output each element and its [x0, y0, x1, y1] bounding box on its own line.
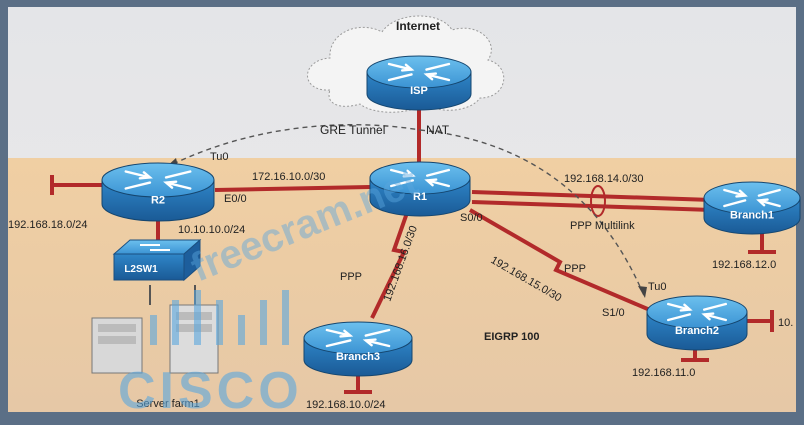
l2sw1-switch: [112, 238, 202, 282]
branch2-tu0-label: Tu0: [648, 281, 667, 293]
r2-e00-label: E0/0: [224, 193, 247, 205]
router-r2: R2: [101, 162, 215, 222]
net-branch3-lan-label: 192.168.10.0/24: [306, 399, 386, 411]
server-farm-label: Server farm1: [136, 398, 200, 410]
ppp-branch3-label: PPP: [340, 271, 362, 283]
router-arrows-icon: [325, 328, 391, 348]
net-branch2-right-label: 10.: [778, 317, 793, 329]
eigrp-label: EIGRP 100: [484, 331, 539, 343]
link-r1-branch2: [468, 208, 651, 312]
router-r2-label: R2: [151, 195, 165, 207]
router-branch1-label: Branch1: [730, 210, 774, 222]
link-r2-r1: [214, 185, 371, 192]
net-branch1-lan-label: 192.168.12.0: [712, 259, 776, 271]
router-isp: ISP: [366, 55, 472, 111]
nat-label: NAT: [426, 123, 450, 137]
r1-s00-label: S0/0: [460, 212, 483, 224]
router-arrows-icon: [387, 62, 451, 82]
net-branch2-lan-label: 192.168.11.0: [632, 367, 695, 379]
ppp-branch2-label: PPP: [564, 263, 586, 275]
router-branch2: Branch2: [646, 295, 748, 351]
link-r1-branch3: [370, 209, 410, 319]
router-branch3: Branch3: [303, 321, 413, 377]
cisco-watermark: CISCO: [118, 362, 303, 420]
router-isp-label: ISP: [410, 85, 428, 97]
router-r1: R1: [369, 161, 471, 217]
gre-tunnel-arc-right: [419, 129, 646, 299]
net-r2-lan-label: 192.168.18.0/24: [8, 219, 88, 231]
ppp-multilink-label: PPP Multilink: [570, 220, 635, 232]
router-branch2-label: Branch2: [675, 325, 719, 337]
router-arrows-icon: [667, 302, 727, 322]
cisco-logo-bars-icon: [150, 290, 289, 345]
multilink-bundle-icon: [590, 185, 606, 217]
router-branch1: Branch1: [703, 181, 801, 235]
r2-tu0-label: Tu0: [210, 151, 229, 163]
router-arrows-icon: [390, 168, 450, 188]
gre-tunnel-label: GRE Tunnel: [320, 123, 385, 137]
net-r1-branch1-label: 192.168.14.0/30: [564, 173, 644, 185]
l2sw1-label: L2SW1: [124, 264, 158, 275]
net-r2-switch-label: 10.10.10.0/24: [178, 224, 245, 236]
router-r1-label: R1: [413, 191, 427, 203]
branch2-s10-label: S1/0: [602, 307, 625, 319]
router-branch3-label: Branch3: [336, 351, 380, 363]
gre-tunnel-arc-left: [164, 124, 421, 169]
gre-arrow-right-icon: [638, 286, 647, 298]
net-r1-r2-label: 172.16.10.0/30: [252, 171, 325, 183]
router-arrows-icon: [124, 170, 192, 190]
internet-label: Internet: [396, 19, 440, 33]
router-arrows-icon: [723, 188, 781, 208]
